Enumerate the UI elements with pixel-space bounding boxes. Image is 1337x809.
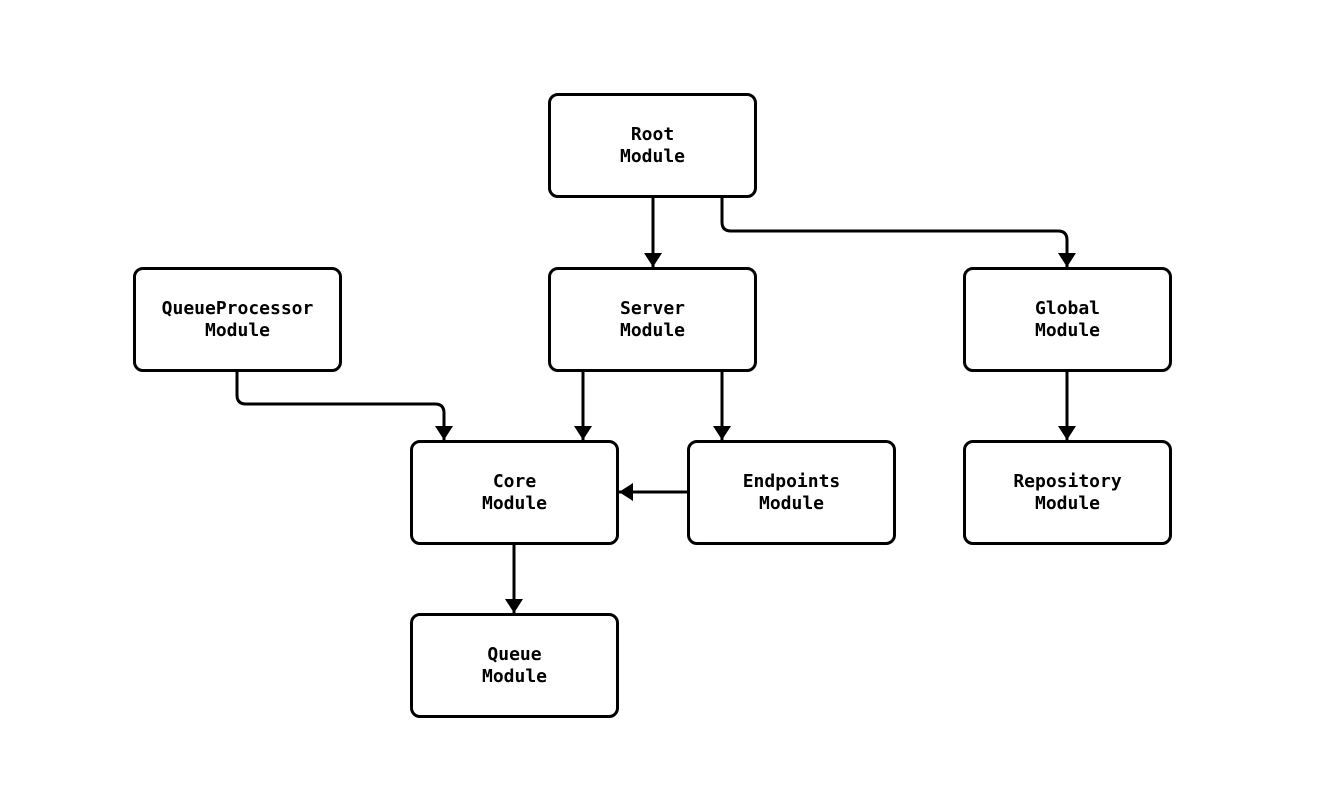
node-core-label-line: Core [492,470,537,492]
node-server-label-line: Server [619,297,686,319]
node-global-label-line: Global [1034,297,1101,319]
node-endpoints-label-line: Endpoints [742,470,841,492]
node-root-label-line: Module [619,145,686,167]
node-queue-label-line: Module [481,665,548,687]
node-endpoints-label-line: Module [758,492,825,514]
node-core-label-line: Module [481,492,548,514]
node-queue-label-line: Queue [487,643,542,665]
node-queueprocessor-label-line: QueueProcessor [161,297,314,319]
node-root-label-line: Root [630,123,675,145]
node-repository-label-line: Repository [1013,470,1122,492]
node-queueprocessor-label-line: Module [204,319,271,341]
node-server-label-line: Module [619,319,686,341]
node-global-label-line: Module [1034,319,1101,341]
edge-root-to-global [720,198,1076,267]
node-repository-label-line: Module [1034,492,1101,514]
edge-queueprocessor-to-core [235,372,453,440]
